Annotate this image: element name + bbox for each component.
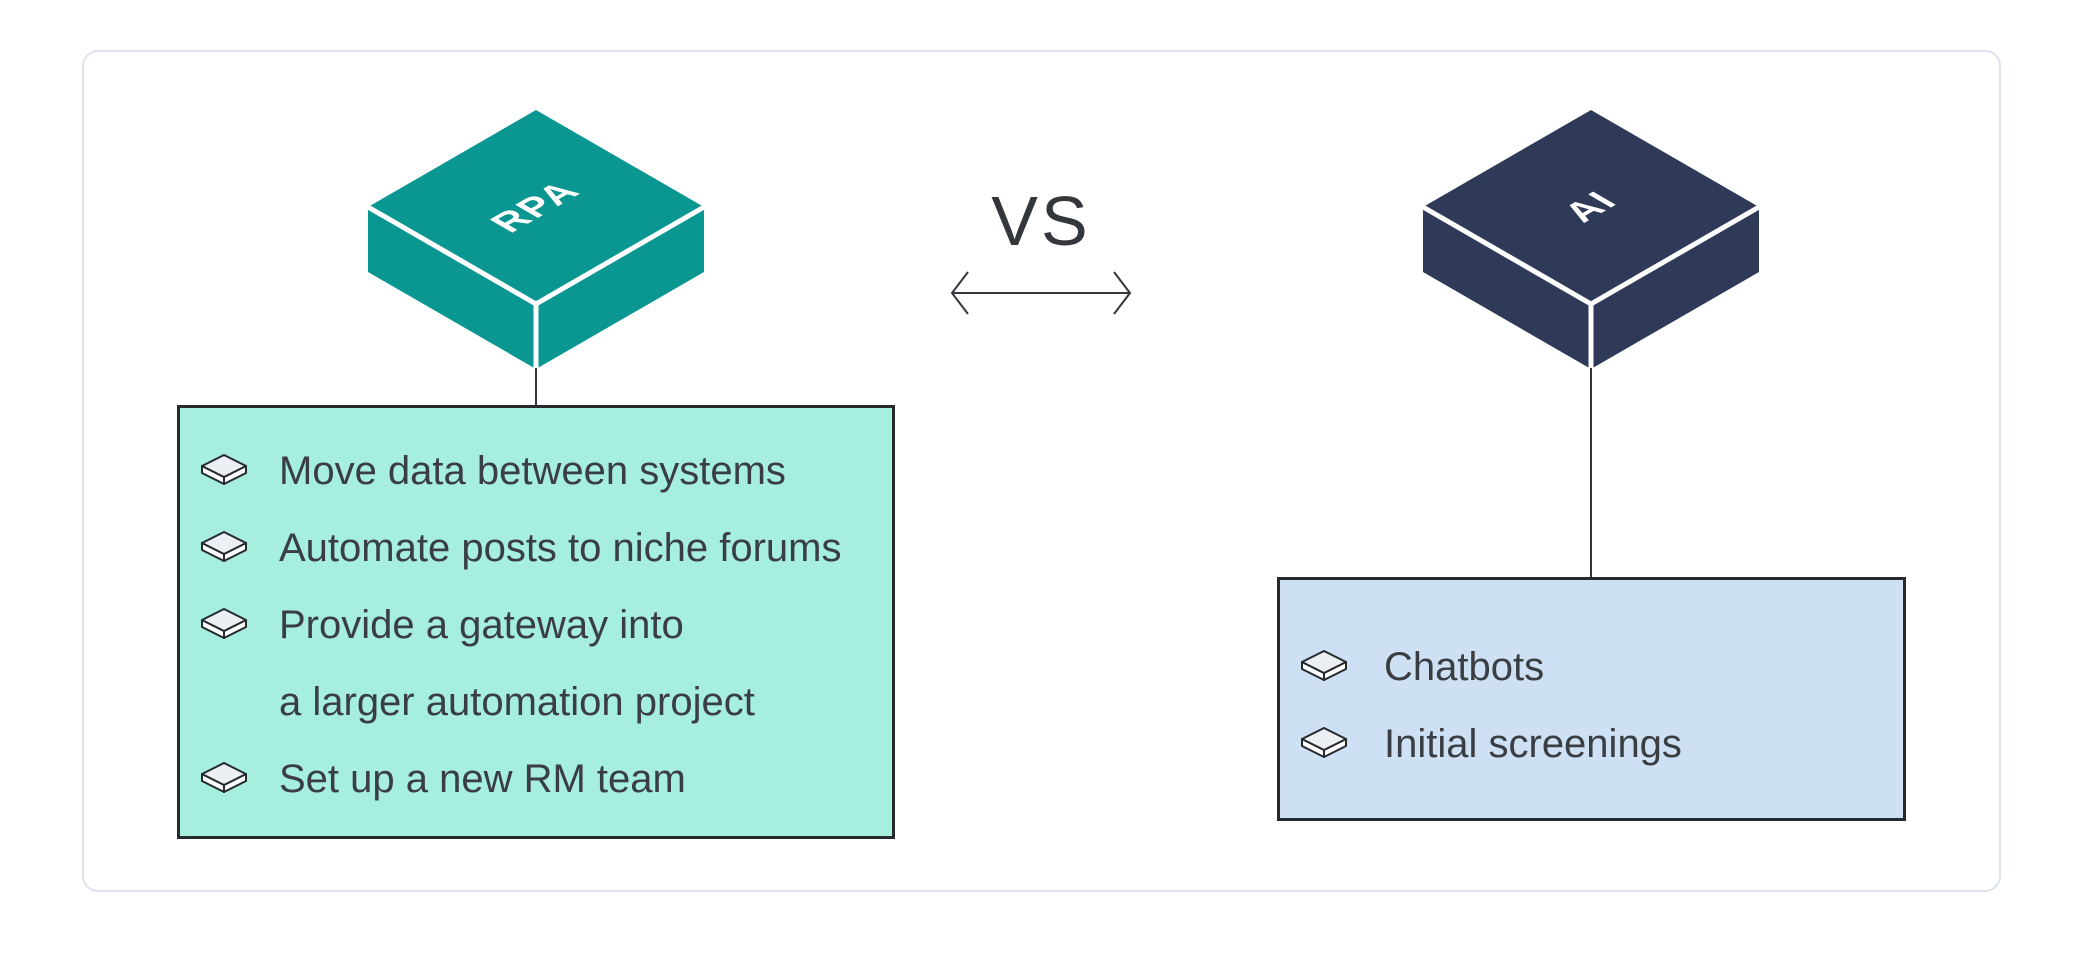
layers-icon [1301,650,1347,681]
cube-edge [534,204,706,307]
layers-icon [201,454,247,485]
list-item-text-line2: a larger automation project [279,680,755,724]
layers-icon [201,531,247,562]
list-item-text: Initial screenings [1384,722,1682,766]
list-item-text: Set up a new RM team [279,757,686,801]
double-headed-arrow-icon [950,271,1132,315]
list-item: Initial screenings [1300,706,1893,783]
list-item: Set up a new RM team [200,741,882,818]
list-item-text: Move data between systems [279,449,786,493]
rpa-cube: RPA [366,110,706,369]
layers-icon [1301,727,1347,758]
rpa-connector-line [535,368,537,406]
ai-use-cases-box: Chatbots Initial screenings [1277,577,1906,821]
vs-label: VS [991,182,1091,260]
list-item-text: Chatbots [1384,645,1545,689]
layers-icon [201,608,247,639]
list-item: Chatbots [1300,629,1893,706]
cube-edge [366,204,538,307]
list-item-text: Provide a gateway into [279,603,684,647]
list-item: Provide a gateway into a larger automati… [200,587,882,741]
cube-edge [1421,204,1593,307]
layers-icon [201,762,247,793]
ai-connector-line [1590,368,1592,578]
cube-right-face [1591,207,1759,369]
cube-edge [1589,204,1761,307]
cube-left-face [368,207,536,369]
list-item-text: Automate posts to niche forums [279,526,842,570]
list-item: Automate posts to niche forums [200,510,882,587]
list-item: Move data between systems [200,433,882,510]
rpa-use-cases-box: Move data between systems Automate posts… [177,405,895,839]
cube-right-face [536,207,704,369]
ai-cube: AI [1421,110,1761,369]
cube-left-face [1423,207,1591,369]
